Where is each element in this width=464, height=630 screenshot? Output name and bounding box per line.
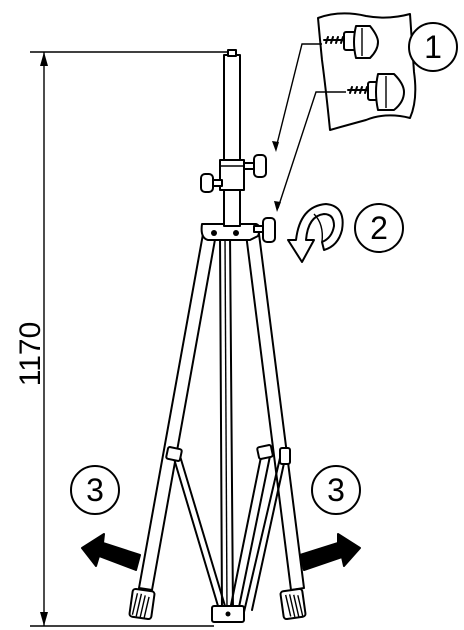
rotate-clockwise-arrow-icon <box>287 203 344 263</box>
left-brace-strut <box>171 451 226 607</box>
right-brace-joint <box>256 444 274 460</box>
left-foot <box>128 587 156 621</box>
upper-mast <box>223 54 241 168</box>
dimension-arrow-bottom <box>40 612 48 626</box>
dimension-label: 1170 <box>14 322 47 387</box>
callout-2-number: 2 <box>370 210 388 246</box>
center-leg-line <box>224 235 228 611</box>
height-dimension: 1170 <box>14 51 232 627</box>
bottom-hub-pin <box>225 611 231 617</box>
mast-clamp <box>219 159 245 191</box>
collar-rivet-left <box>211 230 217 236</box>
knob-left <box>200 173 223 193</box>
right-leg <box>245 233 305 591</box>
rotate-arrow-inner <box>313 213 324 243</box>
knob-upper-right <box>243 154 267 178</box>
knob-lower-right <box>253 217 276 243</box>
spread-left-arrow-icon <box>81 533 141 571</box>
lower-mast <box>223 189 241 227</box>
callout-1-number: 1 <box>424 29 442 65</box>
leader-arrow-2 <box>274 201 281 212</box>
detail-knob-1 <box>323 25 379 59</box>
callout-3-left: 3 <box>70 465 120 515</box>
rotate-arrow <box>287 203 344 263</box>
right-brace-joint-outer <box>279 447 291 465</box>
center-mast <box>219 49 245 227</box>
callout-1: 1 <box>408 22 458 72</box>
spread-right-arrow-icon <box>299 533 361 571</box>
callout-3-right: 3 <box>311 465 361 515</box>
leader-line-1 <box>275 43 322 149</box>
right-foot <box>279 587 307 621</box>
right-brace-strut <box>229 451 271 613</box>
leader-arrow-1 <box>272 141 279 152</box>
knob-detail-panel <box>272 12 417 212</box>
callout-2: 2 <box>354 203 404 253</box>
left-brace-joint <box>165 446 183 462</box>
dimension-arrow-top <box>40 52 48 66</box>
collar-rivet-right <box>233 230 239 236</box>
leader-line-2 <box>277 91 346 209</box>
mast-tip <box>227 49 237 57</box>
right-brace-strut-outer <box>243 453 287 613</box>
callout-3-right-number: 3 <box>327 472 345 508</box>
detail-knob-2 <box>347 73 405 111</box>
callout-3-left-number: 3 <box>86 472 104 508</box>
tripod-legs <box>128 233 307 623</box>
